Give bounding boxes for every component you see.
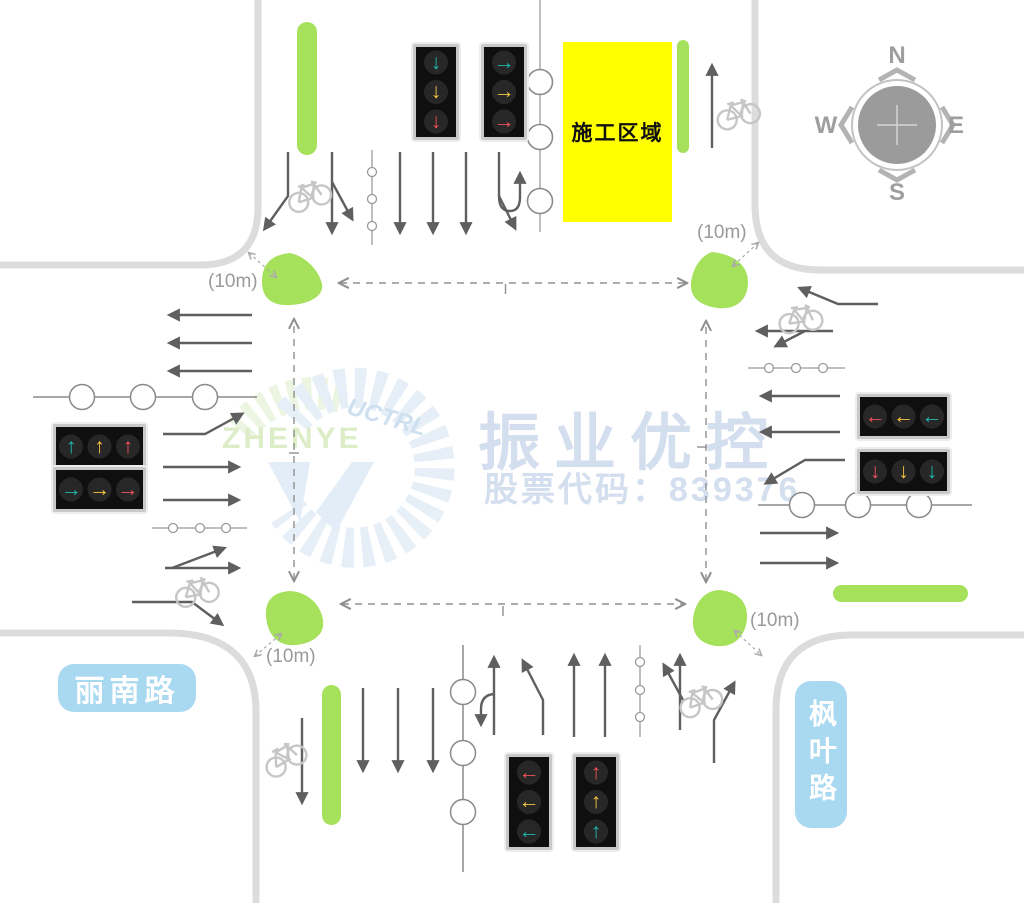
island-northwest <box>262 253 323 306</box>
corner-distance-arrows <box>249 243 761 656</box>
signal-arrow-left: ← <box>510 816 548 846</box>
compass-east-label: E <box>948 112 964 139</box>
corner-islands <box>262 252 748 647</box>
median-strip-east <box>833 585 968 602</box>
signal-arrow-left: ← <box>889 398 918 435</box>
signal-arrow-down: ↓ <box>417 77 455 107</box>
east-exit-lanes <box>760 526 840 570</box>
distance-label-northwest: (10m) <box>208 271 258 292</box>
south-signal-pole-line <box>449 645 477 872</box>
median-strip-north-east-side <box>677 40 689 153</box>
bike-lane-arrow <box>712 680 736 763</box>
signal-arrow-right: → <box>485 77 523 107</box>
island-spacing-guides <box>289 283 707 616</box>
compass-west-label: W <box>815 112 838 139</box>
distance-label-southwest: (10m) <box>266 646 316 667</box>
road-label-linan-road: 丽南路 <box>58 664 196 712</box>
lane-arrow-branch-right <box>497 195 517 231</box>
signal-arrow-right: → <box>57 471 86 508</box>
signal-arrow-down: ↓ <box>417 106 455 136</box>
west-lane-divider-dotted <box>152 522 247 534</box>
road-corner-northeast <box>751 0 1024 274</box>
road-corner-southeast <box>772 631 1024 903</box>
bicycle-icon <box>283 175 335 216</box>
west-exit-lanes <box>166 308 252 378</box>
signal-arrow-up: ↑ <box>57 428 86 465</box>
south-approach-lanes <box>474 652 736 763</box>
lane-arrow-merge-left <box>763 458 845 485</box>
signal-arrow-down: ↓ <box>417 48 455 78</box>
compass-cross <box>877 105 917 145</box>
lane-arrow-curb-left <box>262 152 290 232</box>
median-strip-south <box>322 685 341 825</box>
signal-arrow-up: ↑ <box>113 428 142 465</box>
signal-arrow-left: ← <box>510 787 548 817</box>
signal-arrow-down: ↓ <box>861 453 890 490</box>
road-corner-southwest <box>0 629 260 903</box>
signal-arrow-left: ← <box>510 758 548 788</box>
lane-arrow-left <box>521 658 545 735</box>
signal-arrow-right: → <box>485 48 523 78</box>
west-approach-lanes <box>132 412 245 627</box>
lane-arrow-uturn-branch <box>474 692 495 728</box>
signal-arrow-up: ↑ <box>577 758 615 788</box>
compass-south-label: S <box>889 179 905 206</box>
lane-arrow-branch-right <box>330 181 354 222</box>
compass-chevrons <box>838 67 956 183</box>
signal-head-south-up: ↑↑↑ <box>573 754 619 850</box>
island-southeast <box>692 590 748 647</box>
south-lane-divider-dotted <box>634 645 646 737</box>
signal-arrow-up: ↑ <box>85 428 114 465</box>
lane-arrow-merge-right <box>163 412 245 436</box>
lane-arrow-branch-up <box>171 545 227 570</box>
south-exit-lanes <box>295 688 440 806</box>
compass-rose: N W E S <box>815 42 964 206</box>
west-signal-pole-line <box>33 383 257 411</box>
bicycle-icon <box>776 301 825 336</box>
signal-arrow-right: → <box>113 471 142 508</box>
signal-head-north-down: ↓↓↓ <box>413 44 459 140</box>
road-label-fengye-road: 枫叶路 <box>795 681 847 828</box>
signal-arrow-left: ← <box>917 398 946 435</box>
signal-arrow-right: → <box>85 471 114 508</box>
north-approach-lanes <box>262 152 527 236</box>
island-southwest <box>265 591 324 646</box>
signal-arrow-up: ↑ <box>577 816 615 846</box>
compass-north-label: N <box>888 42 905 69</box>
signal-head-south-left: ←←← <box>506 754 552 850</box>
guide-midpoint-ticks <box>289 284 707 616</box>
bike-lane-arrow <box>132 600 225 627</box>
construction-zone-label: 施工区域 <box>563 42 672 222</box>
signal-head-north-right: →→→ <box>481 44 527 140</box>
bike-lane-arrow <box>797 285 878 306</box>
east-signal-pole-line <box>758 491 972 519</box>
lane-arrow-uturn <box>497 152 527 213</box>
north-lane-dividers <box>366 0 554 245</box>
signal-head-west-up: ↑↑↑ <box>53 424 146 469</box>
signal-arrow-up: ↑ <box>577 787 615 817</box>
distance-label-northeast: (10m) <box>697 222 747 243</box>
east-lane-divider-dotted <box>748 362 845 374</box>
signal-head-east-down: ↓↓↓ <box>857 449 950 494</box>
distance-arrow-northwest <box>249 253 276 277</box>
signal-head-west-right: →→→ <box>53 467 146 512</box>
median-strip-north <box>297 22 317 155</box>
signal-arrow-down: ↓ <box>889 453 918 490</box>
road-corner-northwest <box>0 0 262 269</box>
signal-head-east-left: ←←← <box>857 394 950 439</box>
lane-arrow-branch-left <box>773 329 806 348</box>
signal-arrow-right: → <box>485 106 523 136</box>
bicycle-icon <box>171 573 222 610</box>
signal-arrow-down: ↓ <box>917 453 946 490</box>
signal-arrow-left: ← <box>861 398 890 435</box>
median-strips <box>297 22 968 825</box>
distance-label-southeast: (10m) <box>750 610 800 631</box>
